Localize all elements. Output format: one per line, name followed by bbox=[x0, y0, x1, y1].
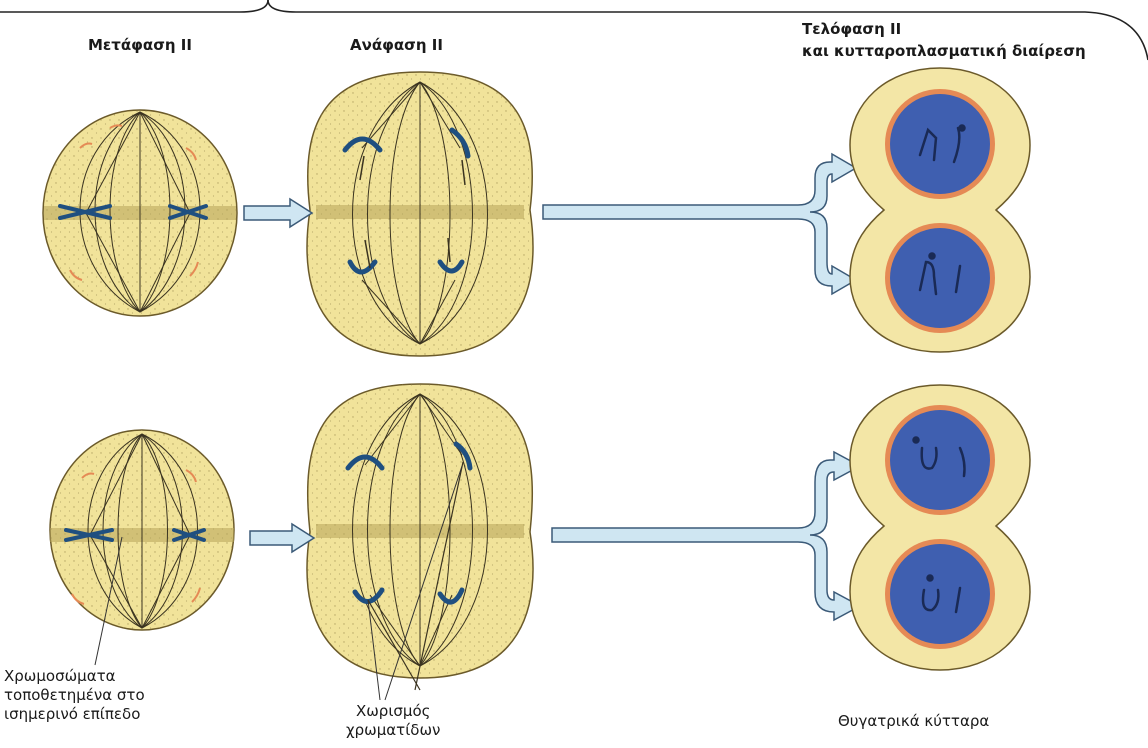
label-chromosomes-line3: ισημερινό επίπεδο bbox=[4, 705, 145, 724]
metaphase-cell-top bbox=[43, 110, 237, 316]
header-cytokinesis: και κυτταροπλασματική διαίρεση bbox=[802, 42, 1086, 60]
header-anaphase-ii: Ανάφαση ΙΙ bbox=[350, 36, 443, 54]
label-chromosomes-line2: τοποθετημένα στο bbox=[4, 686, 145, 705]
metaphase-cell-bottom bbox=[50, 430, 234, 630]
telophase-pair-top bbox=[850, 68, 1030, 352]
label-separation-line2: χρωματίδων bbox=[346, 721, 440, 740]
label-chromatid-separation: Χωρισμός χρωματίδων bbox=[346, 702, 440, 740]
label-chromosomes-equatorial: Χρωμοσώματα τοποθετημένα στο ισημερινό ε… bbox=[4, 667, 145, 724]
label-chromosomes-line1: Χρωμοσώματα bbox=[4, 667, 145, 686]
anaphase-cell-bottom bbox=[307, 384, 533, 690]
arrow-metaphase-to-anaphase-bottom bbox=[250, 524, 314, 552]
label-daughter-cells: Θυγατρικά κύτταρα bbox=[838, 712, 989, 731]
anaphase-cell-top bbox=[307, 72, 533, 356]
header-metaphase-ii: Μετάφαση ΙΙ bbox=[88, 36, 192, 54]
branch-arrow-bottom bbox=[552, 452, 860, 620]
header-telophase-ii: Τελόφαση ΙΙ bbox=[802, 20, 901, 38]
telophase-pair-bottom bbox=[850, 385, 1030, 670]
label-separation-line1: Χωρισμός bbox=[346, 702, 440, 721]
branch-arrow-top bbox=[543, 154, 856, 294]
arrow-metaphase-to-anaphase-top bbox=[244, 199, 312, 227]
